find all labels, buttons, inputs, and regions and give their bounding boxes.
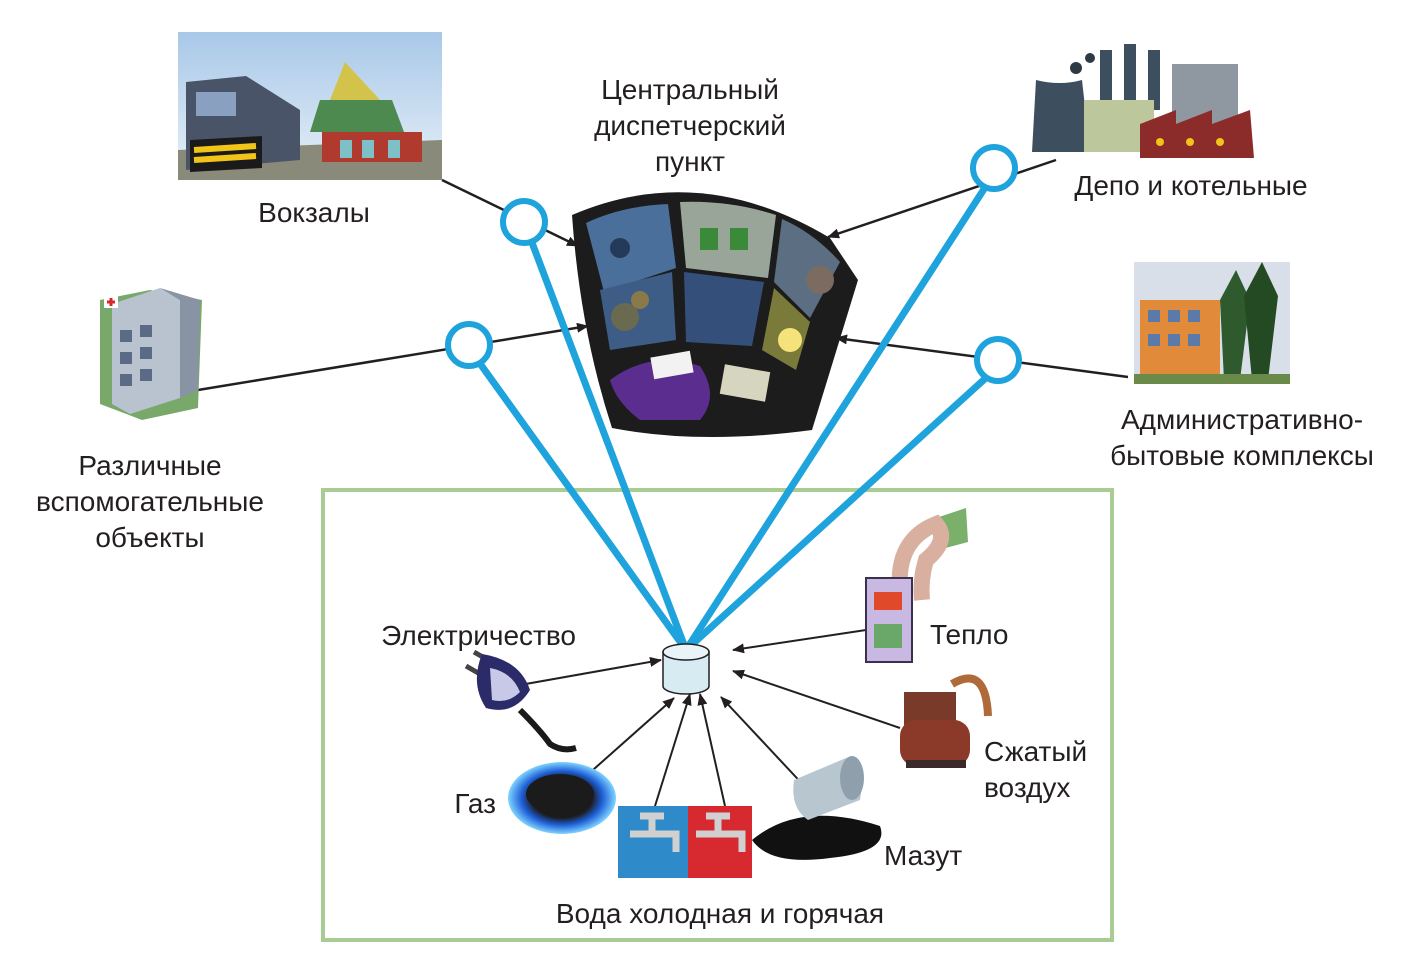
control-room-icon — [572, 192, 858, 438]
gas-burner-icon — [508, 762, 616, 834]
heat-meter-icon — [865, 508, 968, 663]
hospital-building-icon — [100, 288, 202, 420]
aux-label: Различные вспомогательные объекты — [20, 448, 280, 556]
electricity-label: Электричество — [381, 620, 576, 651]
oil-barrel-icon — [752, 756, 882, 860]
antenna-ring-admin — [974, 336, 1022, 384]
wireless-links — [445, 144, 1022, 654]
center-label: Центральный диспетчерский пункт — [560, 72, 820, 180]
link-water-hot — [697, 693, 726, 807]
link-aux — [197, 322, 589, 392]
antenna-ring-depots — [970, 144, 1018, 192]
fuel-oil-label: Мазут — [884, 840, 963, 871]
admin-label: Административно- бытовые комплексы — [1094, 402, 1390, 474]
aux-label-line1: Различные — [78, 450, 222, 481]
link-gas — [584, 697, 675, 778]
link-air — [732, 669, 901, 729]
link-water-cold — [654, 693, 692, 807]
factory-icon — [1032, 44, 1254, 158]
power-plug-icon — [464, 649, 577, 753]
utility-frame — [321, 488, 1114, 942]
compressor-icon — [900, 674, 992, 768]
office-building-icon — [1134, 262, 1290, 384]
gas-label: Газ — [454, 788, 496, 819]
center-label-line1: Центральный — [601, 74, 779, 105]
link-heat — [732, 629, 867, 654]
admin-label-line1: Административно- — [1120, 404, 1364, 435]
air-label: Сжатый воздух — [984, 734, 1104, 806]
train-station-icon — [178, 32, 442, 180]
antenna-ring-aux — [445, 321, 493, 369]
center-label-line2: диспетчерский — [594, 110, 786, 141]
stations-label: Вокзалы — [258, 197, 370, 228]
air-label-line2: воздух — [984, 772, 1071, 803]
center-label-line3: пункт — [654, 146, 725, 177]
water-taps-icon — [618, 806, 752, 878]
meter-links — [519, 629, 901, 807]
data-concentrator-icon — [662, 643, 710, 695]
antenna-ring-stations — [500, 198, 548, 246]
water-label: Вода холодная и горячая — [555, 898, 885, 929]
link-depots — [827, 158, 1057, 239]
heat-label: Тепло — [930, 619, 1009, 650]
depots-label: Депо и котельные — [1074, 170, 1308, 201]
aux-label-line3: объекты — [95, 522, 205, 553]
admin-label-line2: бытовые комплексы — [1110, 440, 1374, 471]
air-label-line1: Сжатый — [984, 736, 1088, 767]
link-electricity — [519, 656, 662, 686]
link-fuel-oil — [720, 696, 809, 791]
aux-label-line2: вспомогательные — [36, 486, 264, 517]
